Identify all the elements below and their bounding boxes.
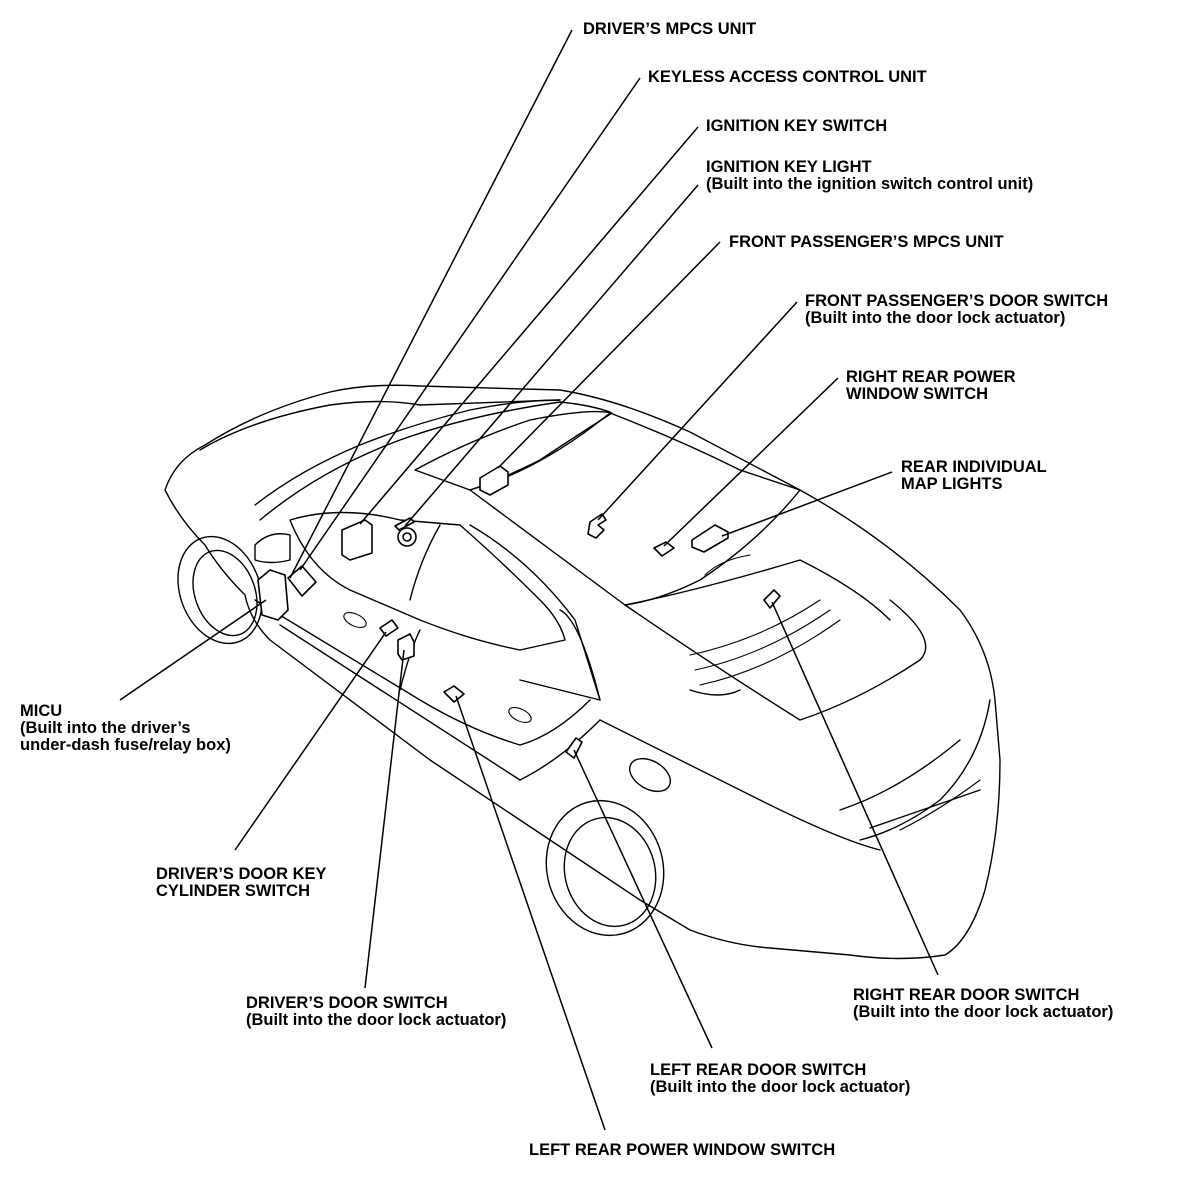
micu-component (257, 569, 289, 621)
label-left-rear-power-window-switch: LEFT REAR POWER WINDOW SWITCH (529, 1141, 835, 1159)
label-right-rear-door-switch-note: (Built into the door lock actuator) (853, 1003, 1113, 1021)
label-ignition-key-light: IGNITION KEY LIGHT (706, 158, 872, 176)
label-front-passengers-mpcs-unit: FRONT PASSENGER’S MPCS UNIT (729, 233, 1004, 251)
label-ignition-key-light-note: (Built into the ignition switch control … (706, 175, 1033, 193)
label-right-rear-door-switch: RIGHT REAR DOOR SWITCH (853, 986, 1079, 1004)
label-right-rear-power-window-switch-line2: WINDOW SWITCH (846, 385, 988, 403)
label-front-passengers-door-switch-note: (Built into the door lock actuator) (805, 309, 1065, 327)
right-rear-door-switch-component (763, 589, 781, 609)
label-drivers-door-switch: DRIVER’S DOOR SWITCH (246, 994, 448, 1012)
callout-labels: DRIVER’S MPCS UNIT KEYLESS ACCESS CONTRO… (20, 20, 1113, 1159)
label-drivers-door-switch-note: (Built into the door lock actuator) (246, 1011, 506, 1029)
drivers-door-switch-component (397, 633, 415, 661)
label-ignition-key-switch: IGNITION KEY SWITCH (706, 117, 887, 135)
label-drivers-door-key-cylinder-switch-line2: CYLINDER SWITCH (156, 882, 310, 900)
left-rear-door-switch-component (565, 737, 583, 759)
label-keyless-access-control-unit: KEYLESS ACCESS CONTROL UNIT (648, 68, 927, 86)
label-drivers-mpcs-unit: DRIVER’S MPCS UNIT (583, 20, 756, 38)
label-micu: MICU (20, 702, 62, 720)
front-passengers-mpcs-unit-component (479, 465, 509, 496)
rear-individual-map-lights-component (691, 524, 729, 553)
components (257, 465, 781, 759)
label-front-passengers-door-switch: FRONT PASSENGER’S DOOR SWITCH (805, 292, 1108, 310)
left-rear-power-window-switch-component (443, 685, 465, 703)
right-rear-power-window-switch-component (653, 541, 675, 557)
drivers-door-key-cylinder-switch-component (379, 619, 399, 637)
front-passengers-door-switch-component (587, 513, 607, 539)
keyless-access-control-unit-component (341, 519, 373, 561)
drivers-mpcs-unit-component (287, 565, 317, 597)
label-rear-individual-map-lights-line1: REAR INDIVIDUAL (901, 458, 1047, 476)
label-right-rear-power-window-switch-line1: RIGHT REAR POWER (846, 368, 1016, 386)
label-rear-individual-map-lights-line2: MAP LIGHTS (901, 475, 1002, 493)
label-left-rear-door-switch: LEFT REAR DOOR SWITCH (650, 1061, 866, 1079)
label-micu-note-line2: under-dash fuse/relay box) (20, 736, 231, 754)
label-micu-note-line1: (Built into the driver’s (20, 719, 191, 737)
car-outline (164, 384, 1001, 960)
leader-lines (119, 29, 939, 1131)
label-drivers-door-key-cylinder-switch-line1: DRIVER’S DOOR KEY (156, 865, 327, 883)
label-left-rear-door-switch-note: (Built into the door lock actuator) (650, 1078, 910, 1096)
